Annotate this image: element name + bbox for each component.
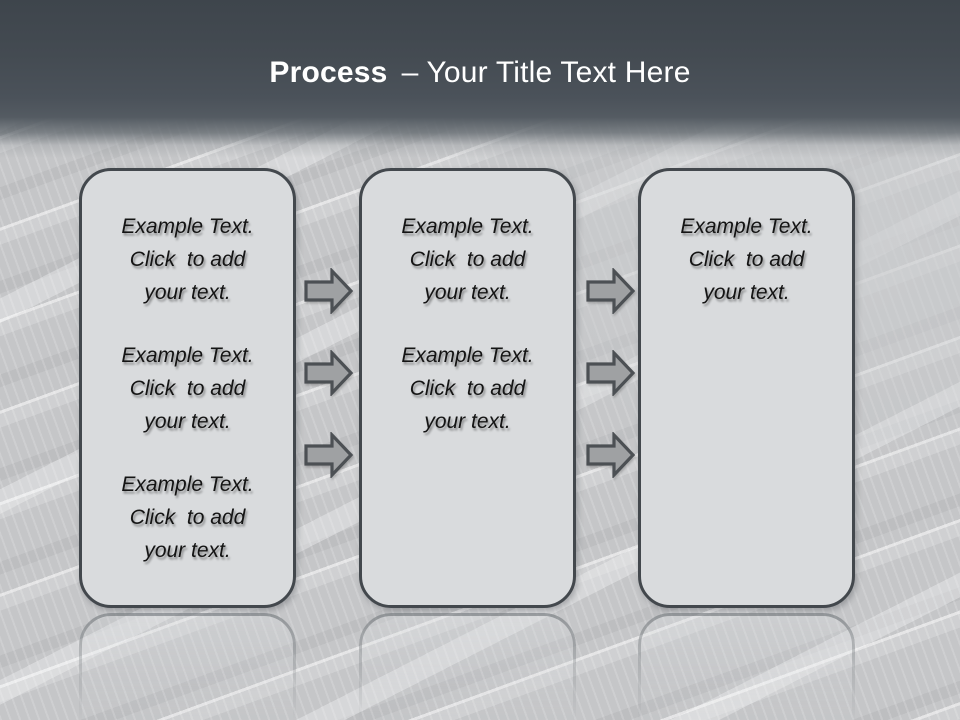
- box-1-reflection: [79, 613, 296, 720]
- arrow-right-icon[interactable]: [586, 350, 636, 396]
- arrow-right-icon[interactable]: [586, 268, 636, 314]
- slide-title-text: – Your Title Text Here: [401, 56, 691, 89]
- arrow-right-icon[interactable]: [586, 432, 636, 478]
- box-2-paragraph-2[interactable]: Example Text. Click to add your text.: [401, 344, 534, 433]
- arrow-right-icon[interactable]: [304, 268, 354, 314]
- process-box-3[interactable]: Example Text. Click to add your text.: [638, 168, 855, 608]
- arrow-right-icon[interactable]: [304, 350, 354, 396]
- box-1-paragraph-2[interactable]: Example Text. Click to add your text.: [121, 344, 254, 433]
- process-box-1[interactable]: Example Text. Click to add your text. Ex…: [79, 168, 296, 608]
- process-box-2[interactable]: Example Text. Click to add your text. Ex…: [359, 168, 576, 608]
- slide-title-keyword: Process: [269, 56, 388, 89]
- box-1-paragraph-1[interactable]: Example Text. Click to add your text.: [121, 215, 254, 304]
- slide-title[interactable]: Process – Your Title Text Here: [0, 54, 960, 92]
- box-2-reflection: [359, 613, 576, 720]
- box-1-paragraph-3[interactable]: Example Text. Click to add your text.: [121, 473, 254, 562]
- box-3-paragraph-1[interactable]: Example Text. Click to add your text.: [680, 215, 813, 304]
- box-2-paragraph-1[interactable]: Example Text. Click to add your text.: [401, 215, 534, 304]
- box-3-reflection: [638, 613, 855, 720]
- arrow-right-icon[interactable]: [304, 432, 354, 478]
- header-band: [0, 0, 960, 158]
